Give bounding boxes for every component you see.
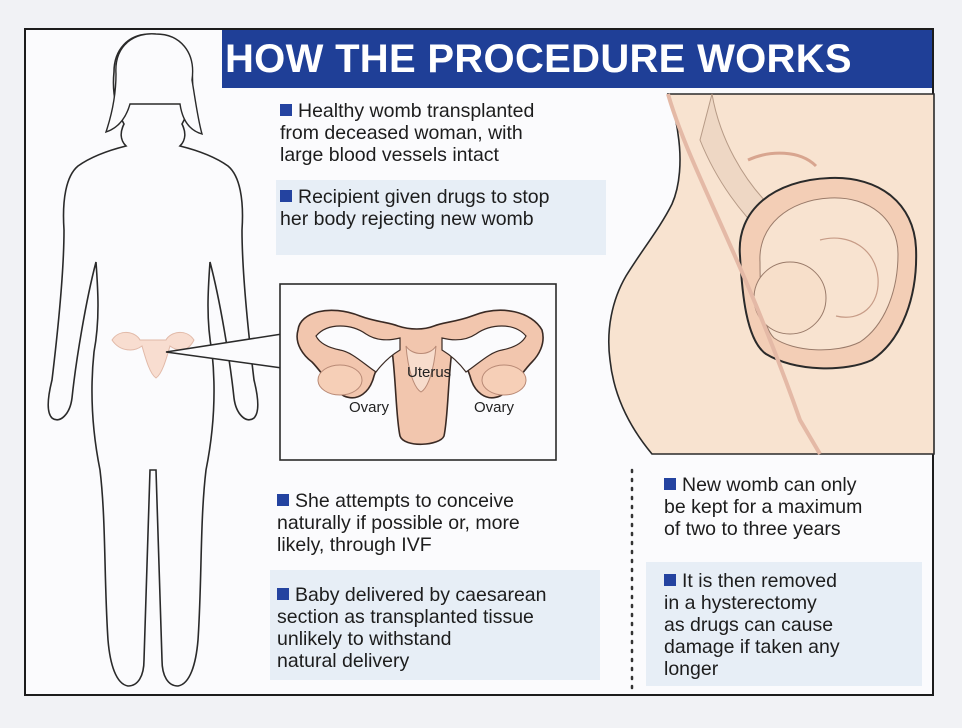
bullet-square-icon bbox=[277, 588, 289, 600]
uterus-label: Uterus bbox=[407, 364, 451, 381]
bullet-line: of two to three years bbox=[664, 518, 841, 540]
bullet-square-icon bbox=[664, 478, 676, 490]
ovary-right-label: Ovary bbox=[474, 399, 515, 416]
panel-bullet-2 bbox=[276, 180, 606, 255]
bullet-line: her body rejecting new womb bbox=[280, 208, 534, 230]
bullet-line: Baby delivered by caesarean bbox=[295, 584, 547, 606]
bullet-line: New womb can only bbox=[682, 474, 857, 496]
bullet-line: as drugs can cause bbox=[664, 614, 834, 636]
panel-bullet-6 bbox=[646, 562, 922, 686]
small-uterus bbox=[111, 332, 195, 379]
bullet-square-icon bbox=[277, 494, 289, 506]
woman-silhouette bbox=[47, 33, 259, 687]
header-bar bbox=[222, 30, 932, 88]
bullet-square-icon bbox=[664, 574, 676, 586]
bullet-line: naturally if possible or, more bbox=[277, 512, 520, 534]
bullet-line: section as transplanted tissue bbox=[277, 606, 534, 628]
ovary-left-label: Ovary bbox=[349, 399, 390, 416]
page-title: HOW THE PROCEDURE WORKS bbox=[225, 37, 852, 81]
bullet-line: be kept for a maximum bbox=[664, 496, 863, 518]
bullet-line: likely, through IVF bbox=[277, 534, 432, 556]
bullet-line: Healthy womb transplanted bbox=[298, 100, 535, 122]
bullet-line: in a hysterectomy bbox=[664, 592, 817, 614]
bullet-line: She attempts to conceive bbox=[295, 490, 514, 512]
bullet-line: It is then removed bbox=[682, 570, 837, 592]
bullet-line: Recipient given drugs to stop bbox=[298, 186, 550, 208]
bullet-line: damage if taken any bbox=[664, 636, 840, 658]
bullet-line: natural delivery bbox=[277, 650, 410, 672]
pregnancy-cross-section bbox=[607, 93, 935, 456]
uterus-diagram: Uterus Ovary Ovary bbox=[296, 309, 544, 446]
bullet-line: from deceased woman, with bbox=[280, 122, 523, 144]
bullet-square-icon bbox=[280, 104, 292, 116]
bullet-line: longer bbox=[664, 658, 719, 680]
panel-bullet-4 bbox=[270, 570, 600, 680]
bullet-line: unlikely to withstand bbox=[277, 628, 452, 650]
bullet-square-icon bbox=[280, 190, 292, 202]
bullet-line: large blood vessels intact bbox=[280, 144, 499, 166]
